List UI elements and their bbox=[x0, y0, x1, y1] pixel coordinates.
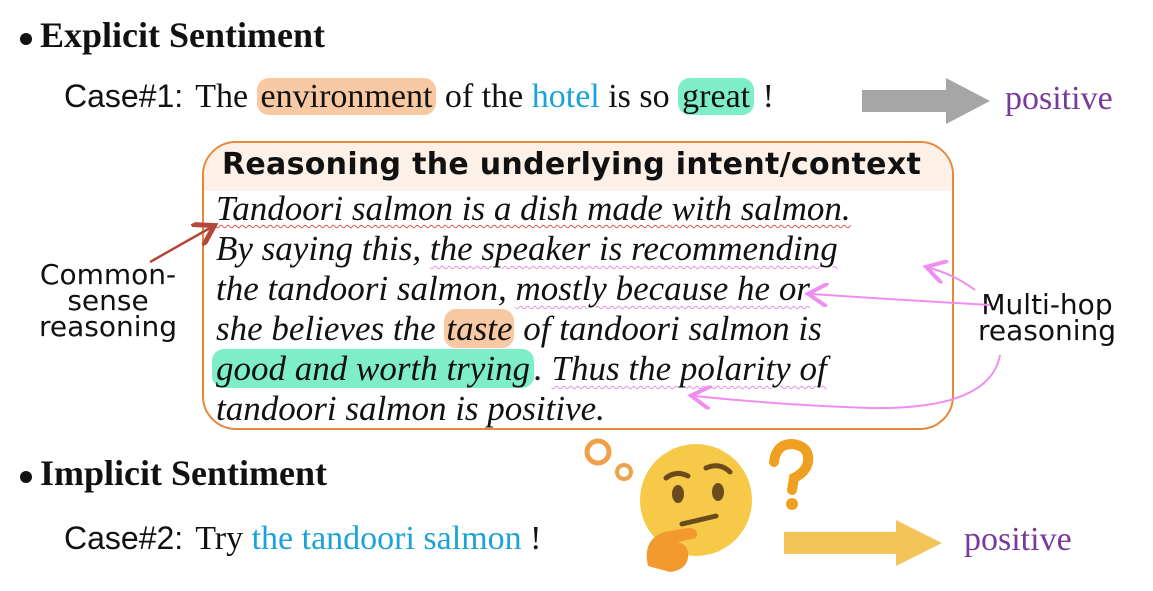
case1-polarity: positive bbox=[1005, 80, 1113, 117]
case2-polarity: positive bbox=[964, 521, 1072, 558]
case1-row: Case#1: The environment of the hotel is … bbox=[64, 78, 774, 116]
case1-label: Case#1: bbox=[64, 78, 184, 114]
reasoning-box: Reasoning the underlying intent/context bbox=[202, 141, 954, 430]
thinking-face-icon bbox=[640, 444, 752, 572]
thinking-cluster bbox=[584, 438, 814, 572]
reasoning-line-3: the tandoori salmon, mostly because he o… bbox=[216, 269, 810, 308]
multihop-arrow-1 bbox=[930, 268, 976, 291]
worth-trying-highlight: good and worth trying bbox=[212, 349, 535, 388]
aspect-term-highlight: environment bbox=[256, 78, 437, 115]
bullet-icon bbox=[20, 470, 32, 483]
yellow-arrow-icon bbox=[784, 520, 942, 566]
multihop-label: Multi-hop reasoning bbox=[977, 288, 1117, 347]
commonsense-label: Common- sense reasoning bbox=[38, 258, 178, 343]
taste-highlight: taste bbox=[444, 309, 515, 348]
case2-row: Case#2: Try the tandoori salmon ! bbox=[64, 520, 541, 558]
reasoning-line-1: Tandoori salmon is a dish made with salm… bbox=[216, 189, 851, 228]
multihop-arrow-3 bbox=[695, 354, 1001, 408]
explicit-heading: Explicit Sentiment bbox=[20, 14, 325, 56]
case1-sentence: The environment of the hotel is so great… bbox=[195, 78, 774, 115]
bullet-icon bbox=[20, 32, 32, 45]
case2-label: Case#2: bbox=[64, 520, 184, 556]
commonsense-arrow bbox=[149, 228, 210, 264]
aspect-target: hotel bbox=[531, 78, 600, 115]
question-mark-icon bbox=[769, 438, 814, 510]
reasoning-line-6: tandoori salmon is positive. bbox=[216, 389, 605, 428]
reasoning-line-2: By saying this, the speaker is recommend… bbox=[216, 229, 838, 268]
reasoning-title-band bbox=[204, 143, 952, 191]
gray-arrow-icon bbox=[862, 78, 990, 124]
thought-bubble-icon bbox=[584, 438, 633, 481]
reasoning-line-4: she believes the taste of tandoori salmo… bbox=[216, 309, 822, 348]
reasoning-title: Reasoning the underlying intent/context bbox=[222, 147, 922, 182]
implicit-aspect-target: the tandoori salmon bbox=[251, 520, 522, 557]
multihop-arrow-2 bbox=[812, 294, 991, 305]
implicit-heading: Implicit Sentiment bbox=[20, 452, 327, 494]
reasoning-line-5: good and worth trying. Thus the polarity… bbox=[212, 349, 827, 389]
case2-sentence: Try the tandoori salmon ! bbox=[195, 520, 542, 557]
opinion-term-highlight: great bbox=[678, 78, 755, 115]
